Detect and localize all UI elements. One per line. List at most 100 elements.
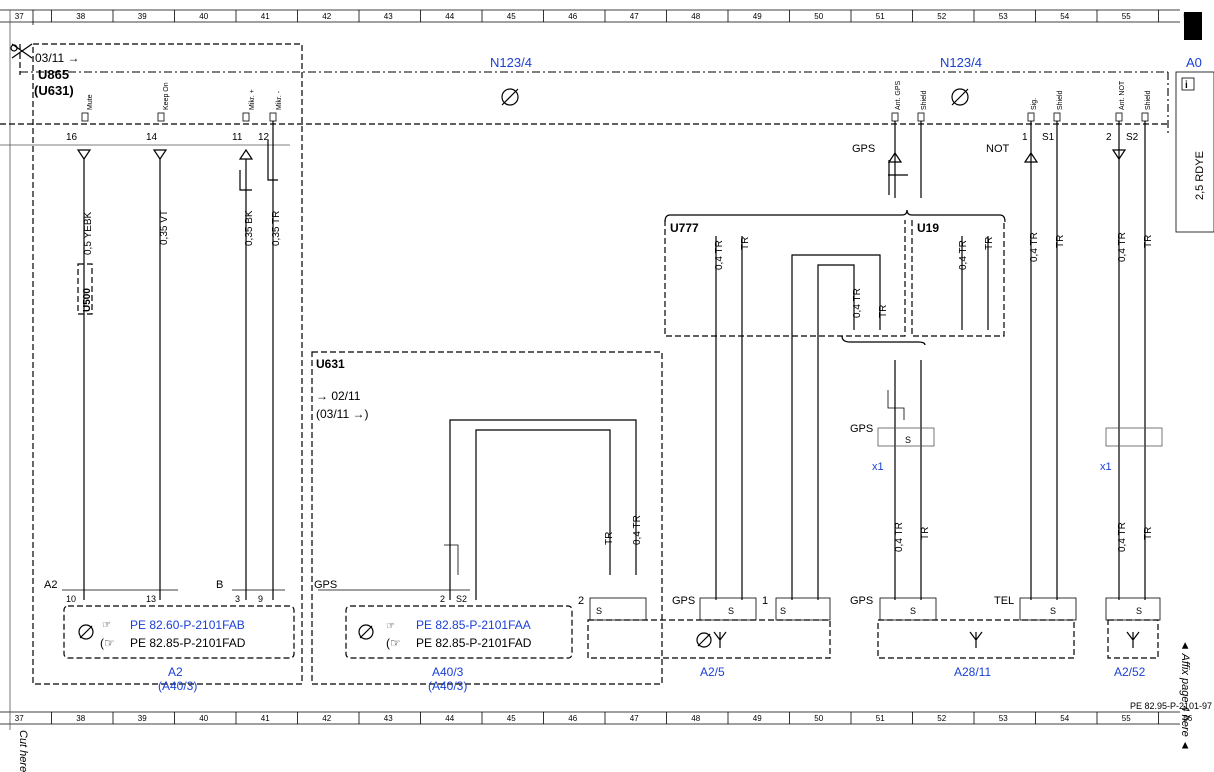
svg-text:2: 2 [440,594,445,604]
antenna-icon [969,631,983,648]
ruler-column-number: 42 [322,12,331,21]
svg-text:11: 11 [232,132,243,143]
ruler-column-number: 44 [445,12,454,21]
a2-5-module-box [587,619,831,659]
coax-u777-outer [791,254,881,600]
svg-text:TR: TR [984,237,995,250]
ruler-column-number: 45 [507,714,516,723]
ruler-column-number: 51 [876,714,885,723]
ruler-column-number: 42 [322,714,331,723]
svg-text:S: S [905,435,911,445]
svg-text:TR: TR [1143,527,1154,540]
ruler-column-number: 37 [15,12,24,21]
n123-label-left: N123/4 [490,55,532,70]
u865-box [32,43,303,685]
a40-ref-2[interactable]: PE 82.85-P-2101FAD [416,636,532,650]
svg-text:0,4 TR: 0,4 TR [1117,522,1128,552]
svg-text:0,4 TR: 0,4 TR [1117,232,1128,262]
info-icon [1181,77,1195,91]
svg-text:16: 16 [66,132,78,143]
component-a40[interactable]: A40/3 [432,665,464,679]
svg-text:S: S [1136,606,1142,616]
ruler-column-number: 49 [753,12,762,21]
svg-text:1: 1 [1022,132,1028,143]
svg-text:i: i [1185,80,1188,91]
u19-box [911,220,1005,337]
svg-text:Mikr. -: Mikr. - [276,90,283,110]
pin-sig: Sig. 1 Shield S1 [1022,90,1064,163]
svg-text:3: 3 [235,594,240,604]
ruler-column-number: 43 [384,12,393,21]
svg-text:S: S [780,606,786,616]
ruler-column-number: 49 [753,714,762,723]
a40-ref-1[interactable]: PE 82.85-P-2101FAA [416,618,531,632]
u500-label: U500 [82,288,93,312]
ruler-column-number: 45 [507,12,516,21]
n123-label-right: N123/4 [940,55,982,70]
ruler-column-number: 48 [691,12,700,21]
a2-module-box [63,605,295,659]
u631-label: U631 [316,357,345,371]
antenna-amplifier-icon [696,631,727,648]
coax-a40-outer [449,419,637,600]
component-a2-52[interactable]: A2/52 [1114,665,1146,679]
ruler-column-number: 40 [199,714,208,723]
navigation-icon [358,624,374,640]
component-a2-5[interactable]: A2/5 [700,665,725,679]
svg-text:TR: TR [920,527,931,540]
svg-text:S: S [596,606,602,616]
svg-text:Sig.: Sig. [1031,98,1038,110]
svg-text:9: 9 [258,594,263,604]
x1-label-1: x1 [872,461,884,473]
rdye-wire-label: 2,5 RDYE [1194,151,1206,200]
a2-ref-open-paren: (☞ [100,636,115,650]
u777-box [664,220,906,337]
svg-text:2: 2 [578,595,584,607]
affix-page-label: ◄ Affix page 4 here ◄ [1179,640,1191,751]
ruler-column-number: 40 [199,12,208,21]
pin-keep-on: Keep On 14 [146,82,170,161]
svg-text:GPS: GPS [850,595,873,607]
module-u631-label: (U631) [34,83,74,98]
component-a2[interactable]: A2 [168,665,183,679]
a2-ref-1[interactable]: PE 82.60-P-2101FAB [130,618,245,632]
svg-text:S: S [1050,606,1056,616]
connector-b-label: B [216,579,223,591]
ruler-column-number: 37 [15,714,24,723]
u777-label: U777 [670,221,699,235]
a2-ref-2[interactable]: PE 82.85-P-2101FAD [130,636,246,650]
svg-text:S2: S2 [1126,132,1139,143]
hand-pointer-icon: ☞ [102,620,111,631]
svg-text:Ant. NOT: Ant. NOT [1119,80,1126,110]
svg-text:12: 12 [258,132,270,143]
ruler-column-number: 47 [630,12,639,21]
svg-text:0,4 TR: 0,4 TR [1029,232,1040,262]
ruler-column-number: 55 [1122,12,1131,21]
gps-top-label: GPS [852,143,875,155]
u19-label: U19 [917,221,939,235]
pin-mikr-minus: Mikr. - 12 [258,90,283,143]
ruler-column-number: 54 [1060,714,1069,723]
wire-mikr-minus [267,121,278,600]
not-top-label: NOT [986,143,1010,155]
component-a28-11[interactable]: A28/11 [954,665,991,679]
svg-text:Mute: Mute [87,94,94,110]
svg-text:0,4 TR: 0,4 TR [852,288,863,318]
svg-text:S: S [728,606,734,616]
svg-text:Shield: Shield [1145,90,1152,110]
coax-a40-inner [475,429,611,600]
connector-a40-gps: GPS [314,579,337,591]
svg-text:Ant. GPS: Ant. GPS [895,80,902,110]
svg-text:10: 10 [66,594,76,604]
ruler-column-number: 52 [937,12,946,21]
svg-text:2: 2 [1106,132,1112,143]
svg-text:S2: S2 [456,594,467,604]
svg-text:TR: TR [604,532,615,545]
doc-reference: PE 82.95-P-2101-97 [1130,701,1212,711]
component-a40-sub: (A40/3) [428,679,467,693]
coax-u777-inner [817,264,855,600]
right-info-panel [1175,71,1214,233]
x1-label-2: x1 [1100,461,1112,473]
